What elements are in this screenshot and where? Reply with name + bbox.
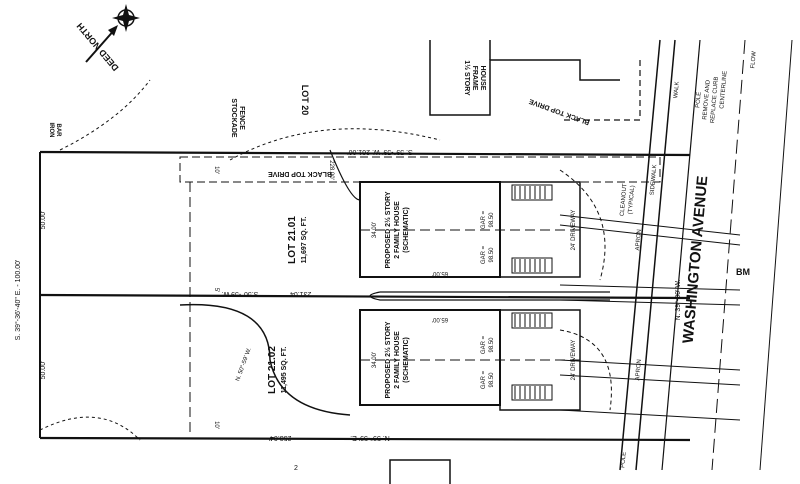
house-top-line1: PROPOSED 2½ STORY	[384, 191, 392, 268]
black-top-drive-strip	[179, 156, 661, 183]
walk-label: WALK	[673, 81, 680, 98]
bearing-left: S. 39°-36'-40" E. - 100.00'	[14, 260, 22, 341]
neighbor-bottom-outline	[389, 459, 451, 484]
bearing-right: N. 39°-00' W.	[674, 279, 682, 320]
remove-replace-2: REMOVE AND	[702, 79, 712, 120]
house-top-dim-width: 65.00'	[432, 270, 448, 276]
bearing-top: S. 59°-59' W. 261.00'	[347, 148, 412, 156]
lot-21-01-name: LOT 21.01	[287, 216, 298, 264]
house-bottom-gar2-val: 98.50	[489, 372, 495, 388]
house-top-gar2: GAR =	[481, 245, 487, 264]
dim-10-b: 10'	[213, 421, 219, 429]
curved-boundary	[179, 303, 351, 416]
bottom-property-line	[39, 436, 691, 442]
compass-letter: N	[123, 16, 128, 23]
curve-top	[329, 149, 361, 201]
utility-lines	[559, 169, 741, 421]
top-property-line	[39, 150, 691, 157]
bearing-bottom: N. 59°-59' E.	[350, 434, 390, 442]
house-bottom-gar2: GAR =	[481, 370, 487, 389]
lot-21-01-area: 11,697 SQ. FT.	[301, 217, 308, 264]
neighbor-frame-house	[429, 40, 641, 121]
bottom-number: 2	[294, 465, 298, 472]
north-arrow-icon	[85, 25, 118, 63]
bearing-middle: S.50°-59'W.	[222, 290, 259, 298]
house-top-gar2-val: 98.50	[489, 247, 495, 263]
house-top-gar1-val: 98.50	[489, 212, 495, 228]
remove-replace-1: POLE	[695, 92, 702, 108]
curve-label: N. 50°-59' W.	[235, 347, 253, 382]
pole-label: POLE	[620, 452, 627, 468]
black-top-drive-neighbor: BLACK TOP DRIVE	[528, 97, 591, 126]
dim-228: 228.00'	[328, 160, 334, 180]
apron-label: APRON	[635, 229, 643, 251]
street-name: WASHINGTON AVENUE	[680, 175, 712, 344]
house-top-line3: (SCHEMATIC)	[403, 207, 410, 253]
house-bottom-line3: (SCHEMATIC)	[403, 337, 410, 383]
house-top-line2: 2 FAMILY HOUSE	[394, 201, 401, 259]
dim-50-a: 50.00'	[40, 211, 47, 230]
lot-21-02-area: 11,495 SQ. FT.	[281, 347, 288, 394]
remove-replace-3: REPLACE CURB	[710, 76, 720, 123]
sidewalk-label: SIDEWALK	[650, 164, 659, 195]
driveway-loop	[369, 291, 610, 301]
proposed-house-top	[359, 181, 581, 278]
bm-label: BM	[736, 267, 750, 277]
proposed-house-bottom	[359, 309, 581, 411]
rear-dashed-line	[59, 79, 151, 151]
house-bottom-dim-width: 65.00'	[432, 316, 448, 322]
compass-rose-icon: N	[112, 4, 140, 32]
middle-property-line	[39, 293, 691, 300]
dim-50-b: 50.00'	[40, 361, 47, 380]
frame-house-line3: HOUSE	[479, 66, 486, 91]
house-bottom-dim-depth: 34.00'	[372, 352, 378, 368]
house-top-dim-depth: 34.00'	[372, 222, 378, 238]
street-frontage	[619, 39, 793, 471]
frame-house-line2: FRAME	[471, 66, 478, 91]
apron-label-2: APRON	[635, 359, 643, 381]
flow-label: FLOW	[750, 51, 758, 69]
cleanout-label-1: CLEANOUT	[620, 183, 629, 216]
house-bottom-line2: 2 FAMILY HOUSE	[394, 331, 401, 389]
centerline-label: CENTERLINE	[719, 71, 728, 109]
dim-5: 5'	[213, 288, 219, 292]
dist-middle: 231.04'	[289, 290, 312, 297]
stockade-label-1: STOCKADE	[230, 98, 237, 137]
black-top-drive-label: BLACK TOP DRIVE	[268, 170, 332, 177]
stockade-fence-line	[229, 128, 441, 161]
house-top-driveway: 24' DRIVEWAY	[571, 210, 577, 251]
frame-house-line1: 1½ STORY	[463, 60, 471, 96]
house-bottom-gar1-val: 98.50	[489, 337, 495, 353]
dim-10-a: 10'	[213, 166, 219, 174]
stockade-label-2: FENCE	[238, 106, 245, 130]
house-bottom-line1: PROPOSED 2½ STORY	[384, 321, 392, 398]
rear-dashed-line-2	[39, 416, 141, 441]
iron-bar-label-1: IRON	[48, 123, 54, 138]
cleanout-label-2: (TYPICAL)	[628, 185, 637, 214]
house-bottom-gar1: GAR =	[481, 335, 487, 354]
dist-bottom: 253.04'	[269, 434, 292, 441]
house-bottom-driveway: 24' DRIVEWAY	[571, 340, 577, 381]
lot-20-label: LOT 20	[300, 85, 310, 116]
iron-bar-label-2: BAR	[55, 124, 61, 138]
house-top-gar1: GAR =	[481, 210, 487, 229]
